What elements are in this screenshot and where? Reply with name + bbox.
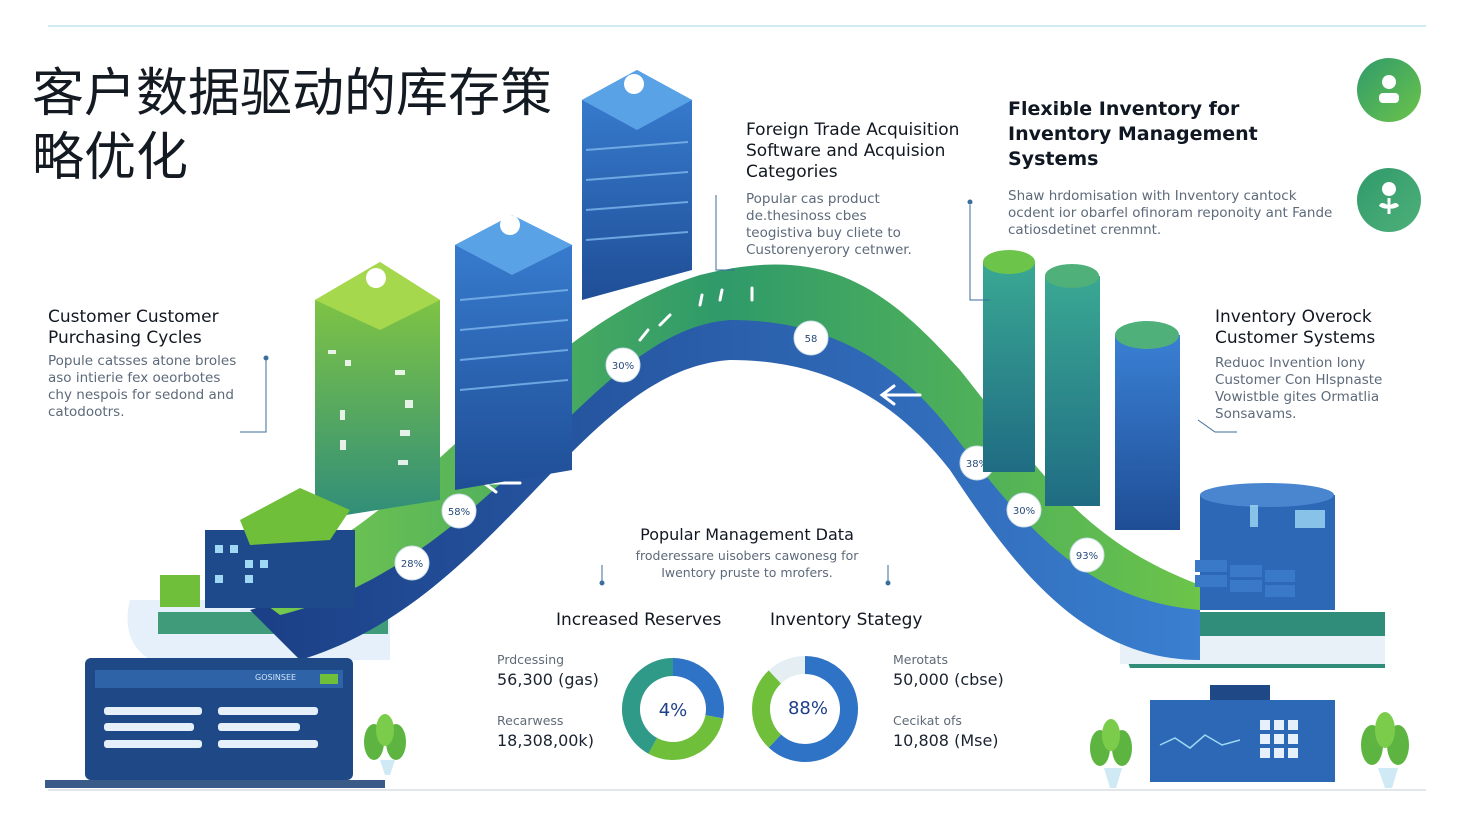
stat-value: 10,808 (Mse) xyxy=(893,731,999,750)
callout-body: Popule catsses atone broles aso intierie… xyxy=(48,353,237,420)
donut-segment xyxy=(622,658,674,754)
callout-connectors xyxy=(240,195,1237,586)
seedling-icon[interactable] xyxy=(1357,168,1421,232)
callout-body: Reduoc Invention lony Customer Con Hlspn… xyxy=(1215,355,1383,422)
stat-label: Prdcessing xyxy=(497,652,565,667)
callout-heading: Inventory Overock Customer Systems xyxy=(1215,307,1376,348)
wave-badge-label: 30% xyxy=(1013,506,1035,517)
person-icon[interactable] xyxy=(1357,58,1421,122)
donut-segment xyxy=(648,714,724,760)
arrow-left-icon xyxy=(879,384,922,406)
plant-icon xyxy=(1090,719,1132,788)
green-tower xyxy=(315,262,440,520)
line-chart-icon xyxy=(1159,734,1241,749)
road-markings xyxy=(638,286,754,342)
wave-badge-label: 58% xyxy=(448,507,470,518)
donut-left-label: 4% xyxy=(659,700,688,721)
wave-badge-label: 28% xyxy=(401,559,423,570)
tower-lock-icon xyxy=(366,268,386,288)
section-left-heading: Increased Reserves xyxy=(556,610,722,630)
stat-value: 56,300 (gas) xyxy=(497,670,599,689)
blue-tower-mid xyxy=(455,215,572,490)
section-right-heading: Inventory Stategy xyxy=(770,610,923,630)
wave-badge: 30% xyxy=(605,347,641,383)
stat-label: Cecikat ofs xyxy=(893,713,962,728)
wave-badge-label: 38% xyxy=(966,459,988,470)
plant-icon xyxy=(364,714,406,775)
callout-body: Shaw hrdomisation with Inventory cantock… xyxy=(1008,188,1333,238)
donut-chart-right xyxy=(752,656,858,762)
donut-chart-left xyxy=(622,658,724,760)
plant-icon xyxy=(1361,712,1409,788)
callout-flexible: Flexible Inventory for Inventory Managem… xyxy=(1008,97,1338,239)
stat-label: Recarwess xyxy=(497,713,564,728)
green-blocks xyxy=(240,488,350,545)
donut-segment xyxy=(768,656,858,762)
callout-foreign-trade: Foreign Trade Acquisition Software and A… xyxy=(746,120,961,259)
donut-right-label: 88% xyxy=(788,698,828,719)
tower-lock-icon xyxy=(500,215,520,235)
callout-purchasing: Customer Customer Purchasing Cycles Popu… xyxy=(48,307,248,421)
stat-label: Merotats xyxy=(893,652,948,667)
donut-segment xyxy=(768,656,806,684)
wave-badge-label: 30% xyxy=(612,361,634,372)
donut-segment xyxy=(752,670,782,748)
green-cube xyxy=(160,575,200,607)
callout-heading: Customer Customer Purchasing Cycles xyxy=(48,307,219,348)
callout-overstock: Inventory Overock Customer Systems Reduo… xyxy=(1215,307,1425,423)
page-title: 客户数据驱动的库存策略优化 xyxy=(32,64,553,188)
callout-heading: Foreign Trade Acquisition Software and A… xyxy=(746,120,960,182)
cylinders-right xyxy=(983,250,1180,530)
callout-heading: Flexible Inventory for Inventory Managem… xyxy=(1008,98,1258,170)
wave-badge-label: 58 xyxy=(805,334,818,345)
tower-lock-icon xyxy=(624,74,644,94)
laptop-screen xyxy=(85,658,353,780)
wave-badge: 30% xyxy=(1006,492,1042,528)
wave-badge-label: 93% xyxy=(1076,551,1098,562)
callout-management: Popular Management Data froderessare uis… xyxy=(622,524,872,581)
callout-body: Popular cas product de.thesinoss cbes te… xyxy=(746,191,912,258)
callout-heading: Popular Management Data xyxy=(640,525,854,544)
donut-segment xyxy=(672,658,724,719)
monitor-screen xyxy=(1150,700,1335,782)
stat-value: 18,308,00k) xyxy=(497,731,594,750)
wave-badge: 93% xyxy=(1069,537,1105,573)
wave-badge: 58 xyxy=(793,320,829,356)
callout-body: froderessare uisobers cawonesg for Iwent… xyxy=(635,548,859,580)
wave-badge: 28% xyxy=(394,545,430,581)
stat-value: 50,000 (cbse) xyxy=(893,670,1004,689)
wave-badge: 58% xyxy=(441,493,477,529)
laptop-label: GOSINSEE xyxy=(255,673,297,682)
blue-tower-tall xyxy=(582,70,692,300)
